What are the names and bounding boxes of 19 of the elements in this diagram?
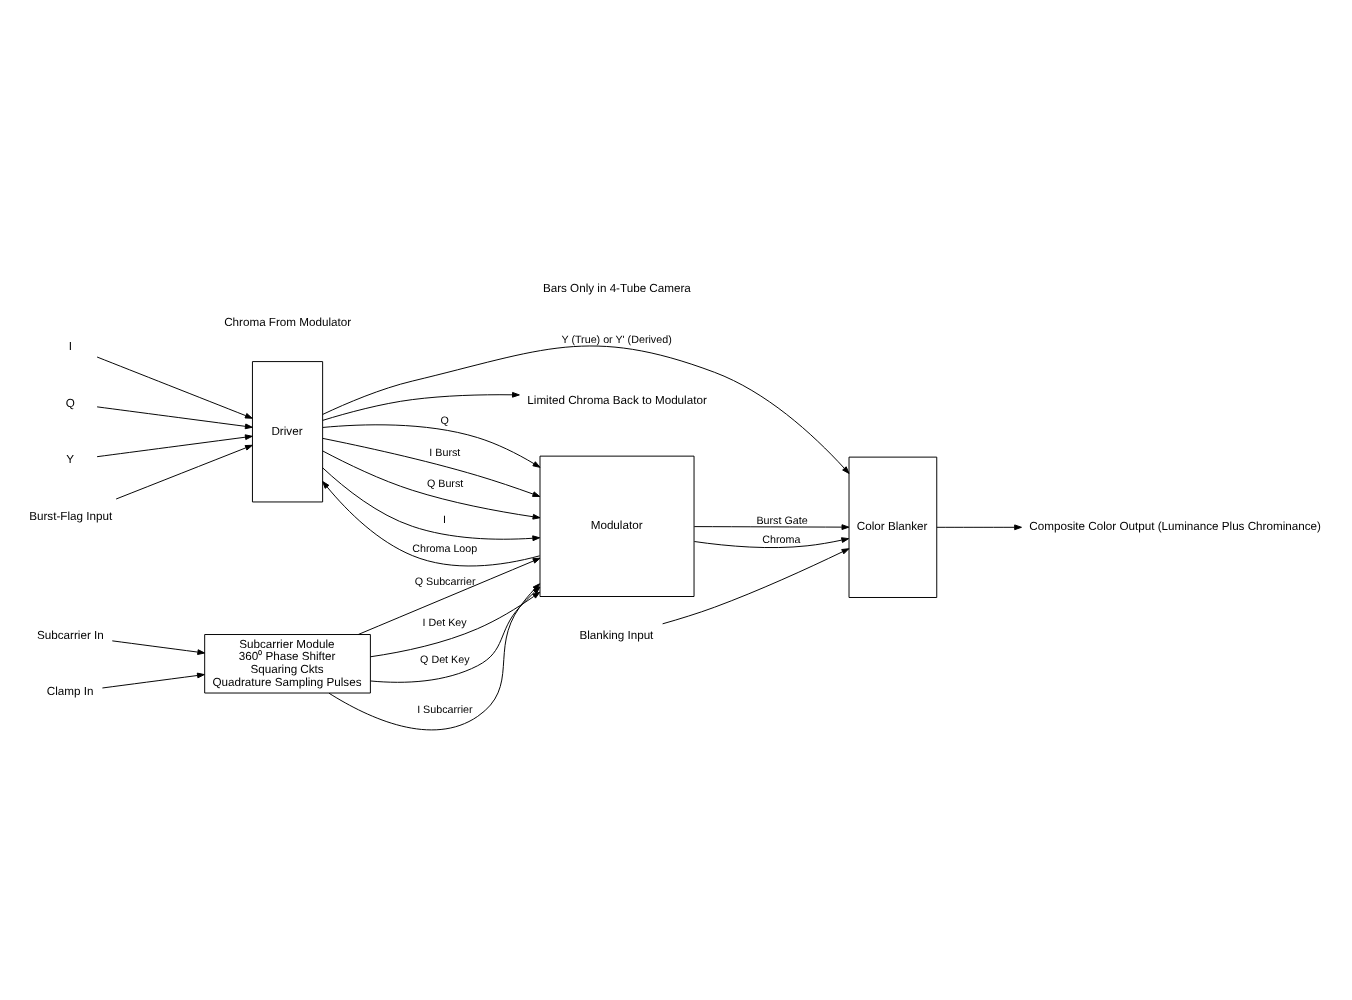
arrow xyxy=(322,390,520,420)
arrow xyxy=(936,523,1022,530)
arrow xyxy=(322,449,541,519)
arrow xyxy=(370,590,541,657)
arrow xyxy=(96,355,253,418)
arrow xyxy=(322,436,541,496)
arrow xyxy=(322,480,541,566)
arrow xyxy=(111,639,206,654)
arrow xyxy=(322,423,541,467)
arrow xyxy=(370,585,541,682)
arrow xyxy=(322,466,541,541)
arrow xyxy=(693,536,850,548)
arrow xyxy=(96,405,253,429)
arrow xyxy=(662,547,850,624)
arrow xyxy=(322,344,850,473)
arrow xyxy=(115,443,253,499)
arrow xyxy=(101,671,205,688)
arrow xyxy=(96,433,253,457)
arrow xyxy=(693,523,850,529)
